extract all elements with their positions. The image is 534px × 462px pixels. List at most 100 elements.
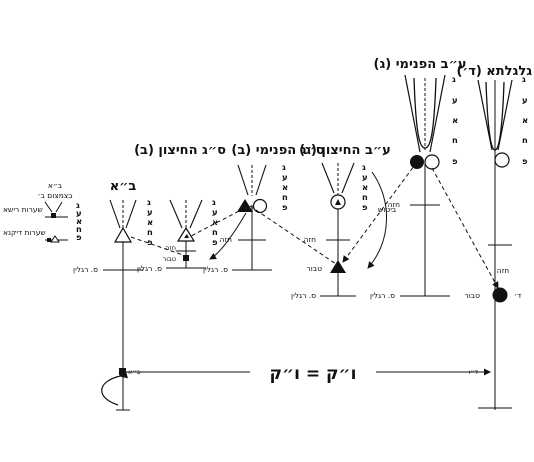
ab-outer-peh-mark [335,199,341,205]
ba-return-arrow [101,370,129,406]
ba-tzimtzum-square [51,213,56,218]
sag-outer-letter-1: ג [212,198,216,208]
sag-outer-peh-triangle [176,226,196,242]
ba-letter-3: א [147,218,153,228]
bitush-label: ביטוש [378,205,397,214]
ba-letter-1: ג [147,198,151,208]
ab-outer-column: ע״ב החיצון (ג) ג ע א ח פ חזה טבור ס. רגל… [291,143,397,300]
sag-inner-letter-3: א [282,183,288,193]
sarot-risha-label: שערות רישא [3,205,43,214]
ba-letter-4: ח [147,228,153,238]
sag-outer-light-lines [169,199,203,229]
vk-equation: ו״ק = ו״ק [270,364,357,384]
dalet-bottom-label: ד״ו [468,368,478,376]
ba-tzimtzum-subtitle: בצמצום ב׳ [37,191,73,200]
ab-outer-letter-4: ח [362,193,368,203]
sag-inner-light-lines [237,164,267,196]
ba-light-lines [109,199,137,229]
sag-inner-title: ס״ג הפנימי (ב) [231,143,324,158]
sag-outer-letter-5: פ [212,238,218,248]
ab-outer-sium-label: ס. רגלין [291,291,316,300]
galgalta-chaze-label: חזה [497,266,509,275]
galgalta-letter-4: ח [522,136,528,146]
sag-outer-column: ס״ג החיצון (ב) ג ע א ח פ חזה טבור ס. רגל… [134,143,226,273]
ba-to-sag-outer [130,236,184,256]
ab-inner-letter-5: פ [452,157,458,167]
galgalta-letter-3: א [522,116,528,126]
sag-inner-sium-label: ס. רגלין [203,265,228,274]
ba-tzimtzum-light-lines [44,201,63,213]
sag-inner-letter-2: ע [282,173,288,183]
dashed-connectors: ו״ק = ו״ק ד״ו [120,161,499,384]
sag-inner-peh-triangle [237,199,253,212]
ba-tzimtzum-letter-5: פ [76,233,82,243]
galgalta-tabur-circle [492,287,508,303]
galgalta-column: גלגלתא (ד׳) ג ע א ח פ חזה טבור ד׳ [456,64,532,410]
ab-inner-column: ע״ב הפנימי (ג) ג ע א ח פ חזה ס. רגלין [370,57,466,300]
ba-tzimtzum-letter-2: ע [76,209,82,219]
ba-peh-triangle [113,226,133,243]
sag-outer-tabur-square [183,255,189,261]
galgalta-tabur-d: ד׳ [514,291,521,300]
sag-inner-letter-5: פ [282,203,288,213]
ba-title: ב״א [110,179,137,194]
galgalta-letter-1: ג [522,75,526,85]
ab-outer-chaze-label: חזה [304,235,316,244]
sag-inner-to-ab-outer-tabur [249,205,337,265]
galgalta-letter-2: ע [522,96,528,106]
ab-inner-letter-3: א [452,116,458,126]
ab-inner-sium-label: ס. רגלין [370,291,395,300]
ab-outer-light-lines [321,162,355,194]
sag-outer-letter-3: א [212,218,218,228]
sag-outer-sium-label: ס. רגלין [137,264,162,273]
sag-inner-to-sag-outer [190,207,246,237]
ba-letter-2: ע [147,208,153,218]
bitush-arrow [367,171,388,269]
ab-outer-tabur-label: טבור [307,264,323,273]
sag-inner-column: ס״ג הפנימי (ב) ג ע א ח פ חזה ס. רגלין [203,143,325,274]
ba-tzimtzum-letter-3: א [76,217,82,227]
sag-inner-chaze-label: חזה [220,235,232,244]
ab-outer-tabur-triangle [330,260,346,273]
sag-inner-letter-1: ג [282,163,286,173]
ab-inner-light-lines [404,74,446,153]
ab-outer-letter-3: א [362,183,368,193]
ba-tzimtzum-title: ב״א [48,181,63,190]
galgalta-letter-5: פ [522,157,528,167]
ab-outer-letter-1: ג [362,163,366,173]
equation-bg [250,363,376,383]
galgalta-peh-circle [494,152,510,168]
galgalta-tabur-label: טבור [465,291,481,300]
ab-inner-letter-2: ע [452,96,458,106]
ba-tzimtzum-column: ב״א בצמצום ב׳ ג ע א ח פ שערות רישא שערות… [3,181,82,243]
ba-column: ב״א ג ע א ח פ ס. רגלין ב״א [73,179,153,411]
sag-outer-letter-2: ע [212,208,218,218]
sag-inner-arrow [209,212,247,260]
ab-inner-to-galgalta-tabur [431,167,499,289]
sag-outer-peh-mark [184,234,189,238]
ba-letter-5: פ [147,238,153,248]
sag-outer-tabur-label: טבור [163,255,176,263]
ab-outer-title: ע״ב החיצון (ג) [299,143,391,158]
sarot-dikna-label: שערות דיקנא [3,228,46,237]
ab-inner-title: ע״ב הפנימי (ג) [374,57,467,72]
sag-outer-title: ס״ג החיצון (ב) [134,143,226,158]
ab-outer-letter-5: פ [362,203,368,213]
ab-outer-letter-2: ע [362,173,368,183]
ba-bottom-square [119,368,126,375]
sag-inner-letter-4: ח [282,193,288,203]
ba-tzimtzum-triangle [50,235,60,243]
galgalta-title: גלגלתא (ד׳) [456,64,532,79]
ba-tzimtzum-letter-1: ג [76,201,80,211]
sag-inner-peh-circle [252,198,268,214]
sag-outer-chaze-label: חזה [165,244,176,252]
sag-outer-letter-4: ח [212,228,218,238]
ab-inner-letter-4: ח [452,136,458,146]
ab-inner-peh-open [424,154,440,170]
ba-tzimtzum-small-square [47,238,51,242]
ba-tzimtzum-letter-4: ח [76,225,82,235]
ba-sium-label: ס. רגלין [73,265,98,274]
galgalta-light-lines [477,79,513,151]
